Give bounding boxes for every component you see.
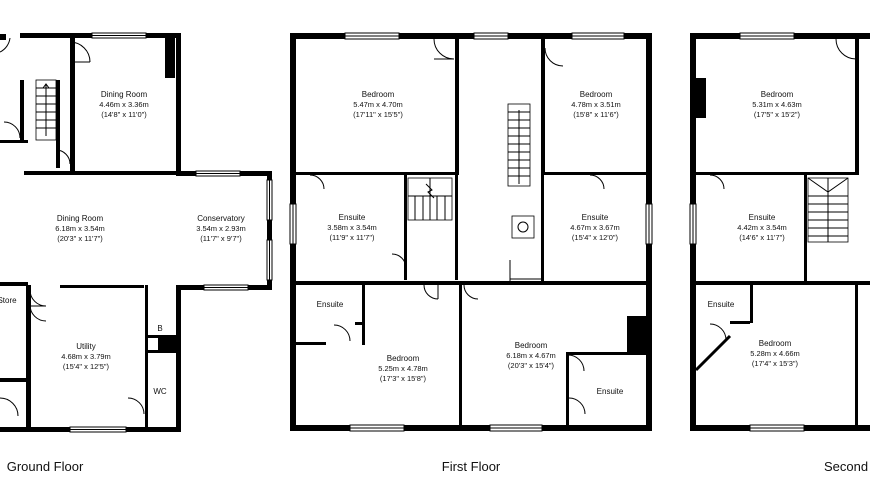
room-dimensions-imperial: (14'6" x 11'7") [739, 233, 785, 242]
room-dimensions-imperial: (14'8" x 11'0") [101, 110, 147, 119]
room-name: Ensuite [749, 213, 776, 222]
room-dimensions-imperial: (11'9" x 11'7") [329, 233, 375, 242]
room-name: Store [0, 296, 17, 305]
room-dimensions-imperial: (20'3" x 11'7") [57, 234, 103, 243]
room-dimensions: 5.47m x 4.70m [353, 100, 403, 109]
room-dimensions-imperial: (15'8" x 11'6") [573, 110, 619, 119]
room-dimensions: 4.78m x 3.51m [571, 100, 621, 109]
room-name: B [157, 324, 162, 333]
room-dimensions: 5.31m x 4.63m [752, 100, 802, 109]
floor-label: Ground Floor [7, 459, 84, 474]
room-dimensions-imperial: (17'3" x 15'8") [380, 374, 427, 383]
first-floor-plan [289, 32, 653, 432]
room-name: Ensuite [317, 300, 344, 309]
room-dimensions-imperial: (20'3" x 15'4") [508, 361, 555, 370]
room-dimensions: 4.46m x 3.36m [99, 100, 149, 109]
room-name: Bedroom [580, 90, 613, 99]
room-dimensions-imperial: (15'4" x 12'0") [572, 233, 619, 242]
ground-floor-plan [0, 32, 273, 433]
room-dimensions: 3.54m x 2.93m [196, 224, 246, 233]
room-name: Dining Room [101, 90, 148, 99]
second-stairs [807, 177, 849, 243]
room-name: Ensuite [708, 300, 735, 309]
room-name: Bedroom [515, 341, 548, 350]
room-name: Ensuite [597, 387, 624, 396]
room-dimensions-imperial: (15'4" x 12'5") [63, 362, 110, 371]
room-name: Ensuite [582, 213, 609, 222]
room-dimensions-imperial: (17'11" x 15'5") [353, 110, 403, 119]
first-stairs [407, 103, 531, 221]
room-dimensions: 4.42m x 3.54m [737, 223, 787, 232]
room-dimensions: 3.58m x 3.54m [327, 223, 377, 232]
room-dimensions: 6.18m x 4.67m [506, 351, 556, 360]
room-name: WC [153, 387, 167, 396]
room-dimensions: 6.18m x 3.54m [55, 224, 105, 233]
room-name: Bedroom [761, 90, 794, 99]
room-name: Bedroom [362, 90, 395, 99]
room-name: Conservatory [197, 214, 245, 223]
room-name: Bedroom [387, 354, 420, 363]
room-dimensions: 5.28m x 4.66m [750, 349, 800, 358]
room-dimensions-imperial: (17'5" x 15'2") [754, 110, 801, 119]
room-name: Ensuite [339, 213, 366, 222]
room-dimensions: 4.68m x 3.79m [61, 352, 111, 361]
room-name: Bedroom [759, 339, 792, 348]
floor-label: First Floor [442, 459, 501, 474]
ground-stairs [35, 79, 57, 141]
room-dimensions-imperial: (17'4" x 15'3") [752, 359, 799, 368]
room-name: Utility [76, 342, 96, 351]
floor-label: Second [824, 459, 868, 474]
room-dimensions: 5.25m x 4.78m [378, 364, 428, 373]
room-name: Dining Room [57, 214, 104, 223]
second-floor-plan [689, 32, 870, 432]
room-dimensions-imperial: (11'7" x 9'7") [200, 234, 242, 243]
room-dimensions: 4.67m x 3.67m [570, 223, 620, 232]
